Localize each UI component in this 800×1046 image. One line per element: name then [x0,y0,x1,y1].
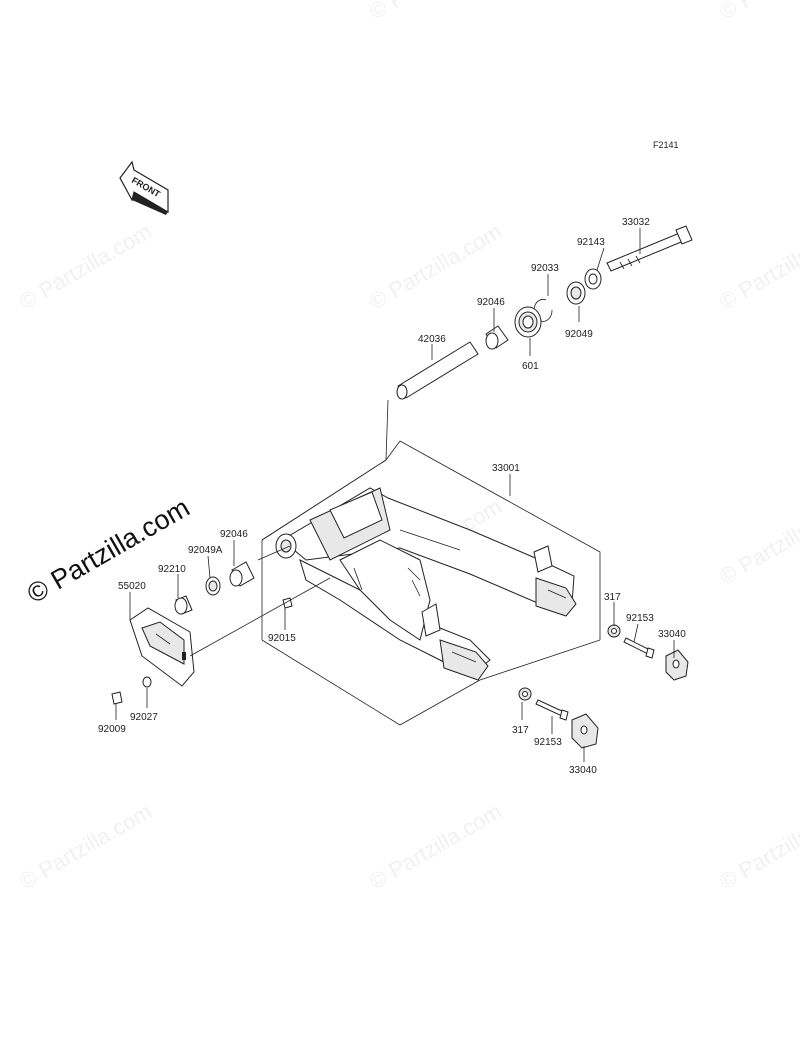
bolt-92009 [111,691,123,705]
bolt-92153-lower [535,699,569,721]
collar-92210 [174,595,193,615]
nut-317-lower [518,687,532,701]
part-label: 92009 [98,724,126,735]
watermark-layer: © Partzilla.com © Partzilla.com © Partzi… [15,0,800,894]
watermark-faint: © Partzilla.com [715,799,800,895]
watermark-faint: © Partzilla.com [15,219,156,315]
swingarm-33001 [275,487,577,681]
adjuster-33040-upper [665,649,689,681]
part-label: 92153 [626,613,654,624]
watermark-faint: © Partzilla.com [15,799,156,895]
adjuster-33040-lower [571,713,599,749]
nut-317-upper [607,624,621,638]
watermark-prominent: © Partzilla.com [22,492,195,609]
needle-bearing-92046 [485,325,509,350]
leader-lines [115,228,675,762]
watermark-faint: © Partzilla.com [715,219,800,315]
diagram-code: F2141 [653,140,679,150]
part-label: 33032 [622,217,650,228]
part-label: 92210 [158,564,186,575]
part-label: 33001 [492,463,520,474]
part-label: 92046 [220,529,248,540]
seal-92049A [205,576,221,596]
part-label: 42036 [418,334,446,345]
part-label: 601 [522,361,539,372]
part-label: 92015 [268,633,296,644]
part-label: 92143 [577,237,605,248]
sleeve-42036 [396,341,479,400]
chain-guide-55020 [129,607,195,687]
part-label: 33040 [658,629,686,640]
pivot-shaft-33032 [606,225,693,272]
part-label: 92046 [477,297,505,308]
part-label: 33040 [569,765,597,776]
seal-92049 [566,281,586,305]
needle-bearing-92046-left [229,561,255,587]
bearing-601 [514,306,542,338]
washer-92027 [142,676,152,688]
part-label: 92049 [565,329,593,340]
bolt-92153-upper [623,637,655,659]
front-arrow-icon: FRONT [119,160,169,215]
part-label: 317 [604,592,621,603]
part-label: 317 [512,725,529,736]
part-label: 92153 [534,737,562,748]
watermark-faint: © Partzilla.com [715,0,800,24]
part-label: 92027 [130,712,158,723]
part-label: 92033 [531,263,559,274]
watermark-faint: © Partzilla.com [365,799,506,895]
collar-92143 [584,268,602,290]
watermark-faint: © Partzilla.com [715,494,800,590]
part-labels: 33032 92143 92033 92049 92046 601 42036 … [98,217,686,776]
watermark-faint: © Partzilla.com [365,0,506,24]
part-label: 55020 [118,581,146,592]
part-label: 92049A [188,545,223,556]
